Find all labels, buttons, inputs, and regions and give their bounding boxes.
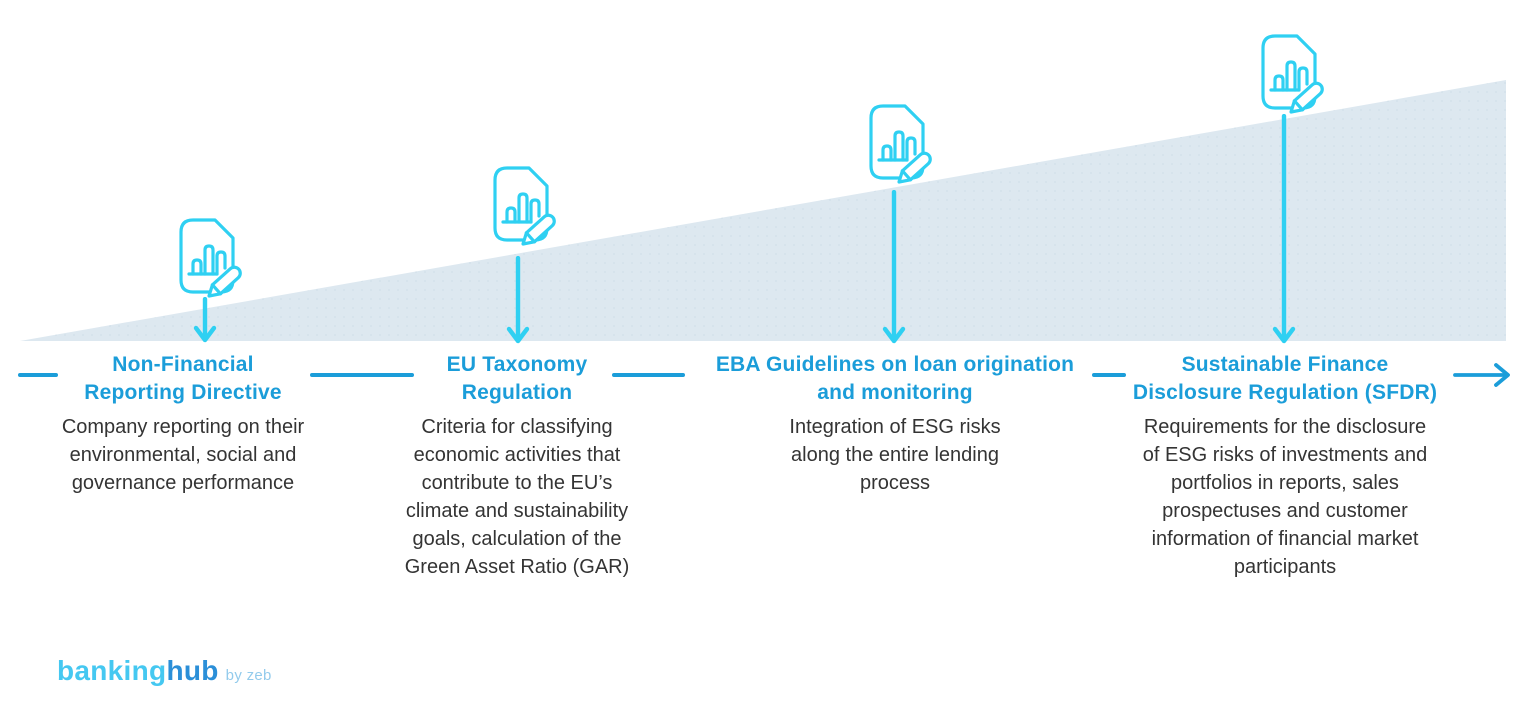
- milestone-sfdr: Sustainable Finance Disclosure Regulatio…: [1102, 351, 1468, 581]
- timeline-segment: [310, 373, 414, 377]
- logo-byline: by zeb: [225, 667, 272, 684]
- document-chart-pencil-icon: [869, 104, 932, 184]
- document-chart-pencil-icon: [1261, 34, 1324, 114]
- bankinghub-logo: bankinghub by zeb: [57, 655, 272, 687]
- down-arrow-icon: [193, 297, 217, 343]
- down-arrow-icon: [882, 190, 906, 344]
- milestone-eu-taxonomy: EU Taxonomy Regulation Criteria for clas…: [367, 351, 667, 581]
- document-chart-pencil-icon: [493, 166, 556, 246]
- milestone-eba-guidelines: EBA Guidelines on loan origination and m…: [698, 351, 1092, 497]
- milestone-description: Integration of ESG risks along the entir…: [789, 416, 1001, 494]
- timeline-segment: [18, 373, 58, 377]
- down-arrow-icon: [506, 256, 530, 344]
- milestone-description: Requirements for the disclosure of ESG r…: [1142, 416, 1428, 578]
- document-chart-pencil-icon: [179, 218, 242, 298]
- logo-banking: banking: [57, 655, 167, 686]
- milestone-title: EBA Guidelines on loan origination and m…: [715, 353, 1075, 404]
- milestone-title: Sustainable Finance Disclosure Regulatio…: [1132, 353, 1438, 404]
- timeline-segment: [612, 373, 685, 377]
- milestone-title: EU Taxonomy Regulation: [446, 353, 588, 404]
- milestone-description: Company reporting on their environmental…: [61, 416, 305, 494]
- timeline-segment: [1092, 373, 1126, 377]
- milestone-nfrd: Non-Financial Reporting Directive Compan…: [8, 351, 358, 497]
- milestone-description: Criteria for classifying economic activi…: [404, 416, 630, 578]
- down-arrow-icon: [1272, 114, 1296, 344]
- logo-hub: hub: [166, 655, 219, 686]
- right-arrow-icon: [1453, 363, 1510, 387]
- milestone-title: Non-Financial Reporting Directive: [84, 353, 282, 404]
